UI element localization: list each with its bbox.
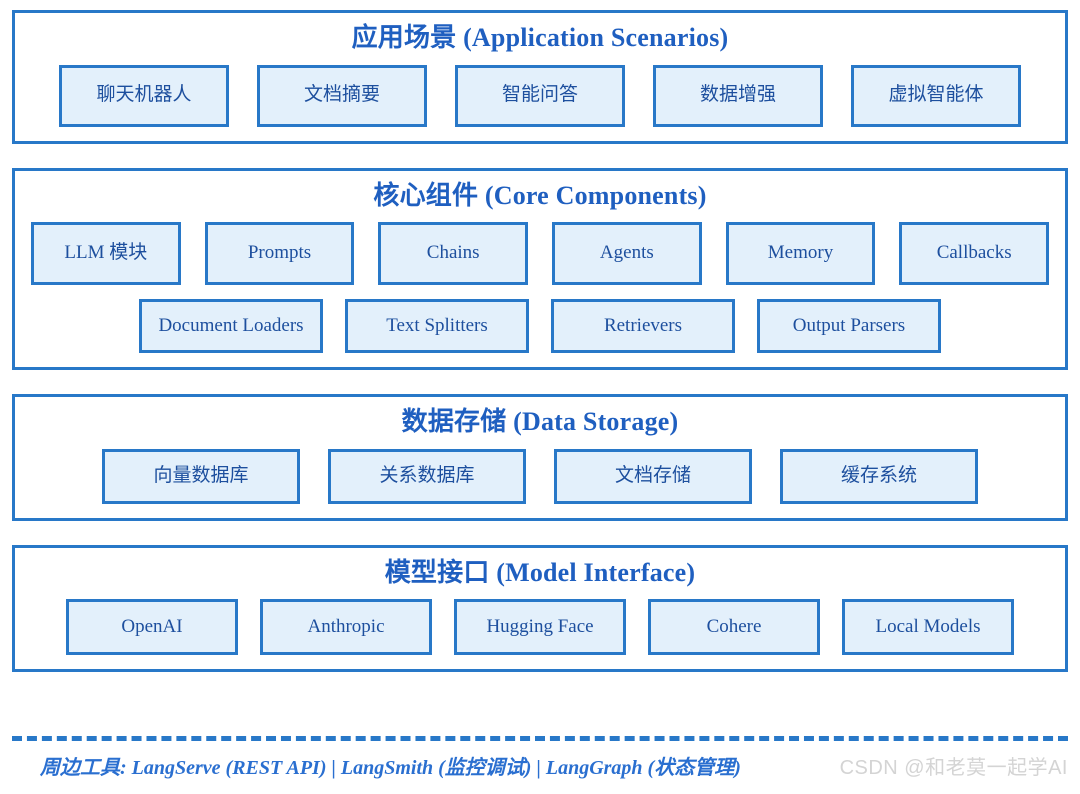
node-row-core-components-primary: LLM 模块 Prompts Chains Agents Memory Call… — [30, 222, 1050, 285]
node-output-parsers[interactable]: Output Parsers — [757, 299, 941, 353]
footer-row: 周边工具: LangServe (REST API) | LangSmith (… — [12, 751, 1068, 794]
node-row-model-interface: OpenAI Anthropic Hugging Face Cohere Loc… — [31, 599, 1049, 655]
node-document-summary[interactable]: 文档摘要 — [257, 64, 427, 127]
node-callbacks[interactable]: Callbacks — [899, 222, 1050, 285]
node-cohere[interactable]: Cohere — [648, 599, 820, 655]
node-row-data-storage: 向量数据库 关系数据库 文档存储 缓存系统 — [31, 448, 1049, 504]
node-local-models[interactable]: Local Models — [842, 599, 1014, 655]
node-chains[interactable]: Chains — [378, 222, 528, 285]
node-agents[interactable]: Agents — [552, 222, 702, 285]
watermark: CSDN @和老莫一起学AI — [839, 757, 1068, 779]
layer-title-data-storage: 数据存储 (Data Storage) — [401, 407, 679, 436]
node-chatbot[interactable]: 聊天机器人 — [59, 64, 229, 127]
layer-title-core-components: 核心组件 (Core Components) — [373, 180, 707, 210]
layer-title-model-interface: 模型接口 (Model Interface) — [384, 557, 696, 587]
layer-application-scenarios: 应用场景 (Application Scenarios) 聊天机器人 文档摘要 … — [12, 10, 1068, 144]
footer: 周边工具: LangServe (REST API) | LangSmith (… — [12, 730, 1068, 794]
node-virtual-agent[interactable]: 虚拟智能体 — [851, 64, 1021, 127]
node-relational-database[interactable]: 关系数据库 — [328, 448, 526, 504]
node-document-store[interactable]: 文档存储 — [554, 448, 752, 504]
node-prompts[interactable]: Prompts — [204, 222, 355, 285]
node-text-splitters[interactable]: Text Splitters — [345, 299, 529, 353]
node-data-augmentation[interactable]: 数据增强 — [653, 64, 823, 127]
footer-peripheral-tools-note: 周边工具: LangServe (REST API) | LangSmith (… — [40, 757, 741, 779]
node-hugging-face[interactable]: Hugging Face — [454, 599, 626, 655]
layer-title-application-scenarios: 应用场景 (Application Scenarios) — [351, 23, 729, 52]
node-openai[interactable]: OpenAI — [66, 599, 238, 655]
node-memory[interactable]: Memory — [725, 222, 876, 285]
node-anthropic[interactable]: Anthropic — [260, 599, 432, 655]
node-retrievers[interactable]: Retrievers — [551, 299, 735, 353]
footer-divider — [12, 736, 1068, 741]
node-intelligent-qa[interactable]: 智能问答 — [455, 64, 625, 127]
node-document-loaders[interactable]: Document Loaders — [139, 299, 323, 353]
layer-data-storage: 数据存储 (Data Storage) 向量数据库 关系数据库 文档存储 缓存系… — [12, 394, 1068, 521]
node-llm-module[interactable]: LLM 模块 — [30, 222, 181, 285]
node-row-core-components-secondary: Document Loaders Text Splitters Retrieve… — [31, 299, 1049, 353]
layer-model-interface: 模型接口 (Model Interface) OpenAI Anthropic … — [12, 544, 1068, 672]
node-cache-system[interactable]: 缓存系统 — [780, 448, 978, 504]
layer-core-components: 核心组件 (Core Components) LLM 模块 Prompts Ch… — [12, 167, 1068, 370]
node-vector-database[interactable]: 向量数据库 — [102, 448, 300, 504]
node-row-application-scenarios: 聊天机器人 文档摘要 智能问答 数据增强 虚拟智能体 — [31, 64, 1049, 127]
